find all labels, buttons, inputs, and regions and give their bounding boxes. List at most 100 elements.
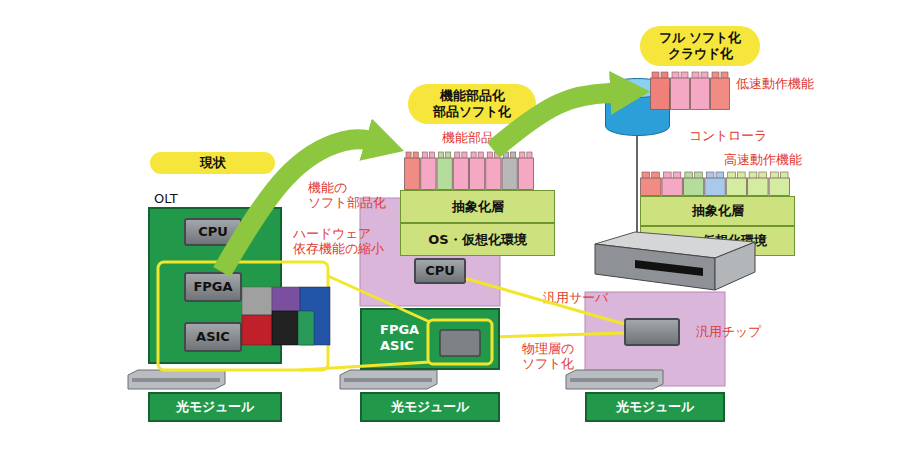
optical-module: 光モジュール bbox=[148, 392, 282, 422]
server-side bbox=[715, 242, 755, 290]
node-text: OLT bbox=[154, 191, 214, 207]
block bbox=[691, 78, 710, 110]
block-group bbox=[641, 172, 790, 196]
optical-connector-slot bbox=[344, 378, 432, 382]
optical-connector bbox=[566, 370, 663, 389]
block-group bbox=[651, 72, 730, 110]
node-text: 低速動作機能 bbox=[736, 76, 836, 92]
puzzle-piece bbox=[300, 287, 330, 345]
block bbox=[405, 158, 420, 190]
block bbox=[518, 158, 533, 190]
node-text: 現状 bbox=[200, 155, 226, 171]
high-speed-blocks: 高速動作機能 bbox=[640, 170, 790, 196]
stage-tag: 機能部品化 部品ソフト化 bbox=[408, 84, 536, 124]
low-speed-blocks-shape bbox=[650, 70, 730, 110]
server-front bbox=[595, 244, 715, 290]
projection-line bbox=[466, 278, 624, 323]
block bbox=[711, 78, 730, 110]
cpu-chip: CPU bbox=[184, 218, 242, 246]
block bbox=[726, 178, 746, 196]
block bbox=[671, 78, 690, 110]
projection-line bbox=[328, 276, 430, 322]
chip-symbol bbox=[440, 330, 480, 356]
node-text: FPGA bbox=[193, 279, 232, 295]
node-text: フル ソフト化 クラウド化 bbox=[640, 30, 760, 61]
soft-arrow bbox=[493, 93, 620, 150]
puzzle-piece bbox=[242, 287, 272, 315]
optical-connector bbox=[340, 370, 437, 389]
node-text: CPU bbox=[198, 224, 228, 240]
node-text: CPU bbox=[425, 263, 455, 279]
node-text: 機能部品 bbox=[442, 130, 532, 146]
node-text: コントローラ bbox=[689, 128, 789, 144]
highlight-box bbox=[428, 320, 492, 364]
block bbox=[641, 178, 661, 196]
puzzle-piece bbox=[242, 315, 272, 345]
node-text: 抽象化層 bbox=[692, 203, 744, 219]
block bbox=[453, 158, 468, 190]
fpga-chip: FPGA bbox=[184, 272, 242, 302]
annotation-text: ハードウェア 依存機能の縮小 bbox=[293, 226, 393, 256]
edge-label: 物理層の ソフト化 bbox=[522, 341, 602, 371]
abstraction-layer: 抽象化層 bbox=[400, 190, 555, 223]
block bbox=[769, 178, 789, 196]
block bbox=[651, 78, 670, 110]
fpga-asic-board: FPGA ASIC bbox=[360, 308, 500, 370]
block bbox=[502, 158, 517, 190]
node-text: 汎用サーバ bbox=[543, 290, 633, 306]
puzzle-piece bbox=[298, 311, 314, 345]
stage-tag: フル ソフト化 クラウド化 bbox=[640, 26, 760, 66]
server-box-shape bbox=[595, 232, 755, 292]
optical-connector-slot bbox=[132, 378, 220, 382]
puzzle-piece bbox=[272, 287, 300, 311]
status-tag: 現状 bbox=[150, 152, 275, 174]
high-speed-blocks-shape bbox=[640, 170, 790, 196]
optical-connector bbox=[128, 370, 225, 389]
block bbox=[662, 178, 682, 196]
block bbox=[705, 178, 725, 196]
block bbox=[437, 158, 452, 190]
puzzle-piece bbox=[272, 311, 298, 345]
olt-board: OLTCPUFPGAASIC bbox=[148, 207, 282, 364]
highlight-box bbox=[158, 262, 328, 370]
block-group bbox=[405, 152, 534, 190]
abstraction-layer: 抽象化層 bbox=[640, 196, 795, 226]
block bbox=[470, 158, 485, 190]
server-box: 汎用サーバ bbox=[595, 232, 755, 292]
node-text: ASIC bbox=[196, 329, 230, 345]
cylinder-side bbox=[605, 88, 606, 126]
block bbox=[486, 158, 501, 190]
node-text: OS・仮想化環境 bbox=[428, 232, 526, 248]
node-text: 光モジュール bbox=[616, 399, 694, 415]
node-text: 機能部品化 部品ソフト化 bbox=[408, 88, 536, 119]
cpu-chip: CPU bbox=[414, 258, 466, 284]
node-text: FPGA ASIC bbox=[380, 322, 430, 353]
optical-connector-slot bbox=[570, 378, 658, 382]
block bbox=[748, 178, 768, 196]
function-blocks-shape bbox=[404, 150, 534, 190]
low-speed-blocks: 低速動作機能 bbox=[650, 70, 730, 110]
block bbox=[421, 158, 436, 190]
os-layer: OS・仮想化環境 bbox=[400, 223, 555, 256]
optical-module: 光モジュール bbox=[585, 392, 725, 422]
block bbox=[683, 178, 703, 196]
projection-line bbox=[300, 362, 430, 370]
node-text: 汎用チップ bbox=[696, 324, 786, 340]
generic-chip: 汎用チップ bbox=[624, 318, 680, 346]
asic-chip: ASIC bbox=[184, 322, 242, 352]
node-text: 抽象化層 bbox=[452, 199, 504, 215]
projection-line bbox=[500, 333, 624, 337]
edge-label: 機能の ソフト部品化 bbox=[308, 180, 398, 210]
server-slot bbox=[635, 260, 703, 276]
optical-module: 光モジュール bbox=[360, 392, 500, 422]
function-blocks: 機能部品 bbox=[404, 150, 534, 190]
node-text: 光モジュール bbox=[391, 399, 469, 415]
edge-group bbox=[222, 93, 624, 337]
node-text: 光モジュール bbox=[176, 399, 254, 415]
node-text: 高速動作機能 bbox=[724, 152, 824, 168]
